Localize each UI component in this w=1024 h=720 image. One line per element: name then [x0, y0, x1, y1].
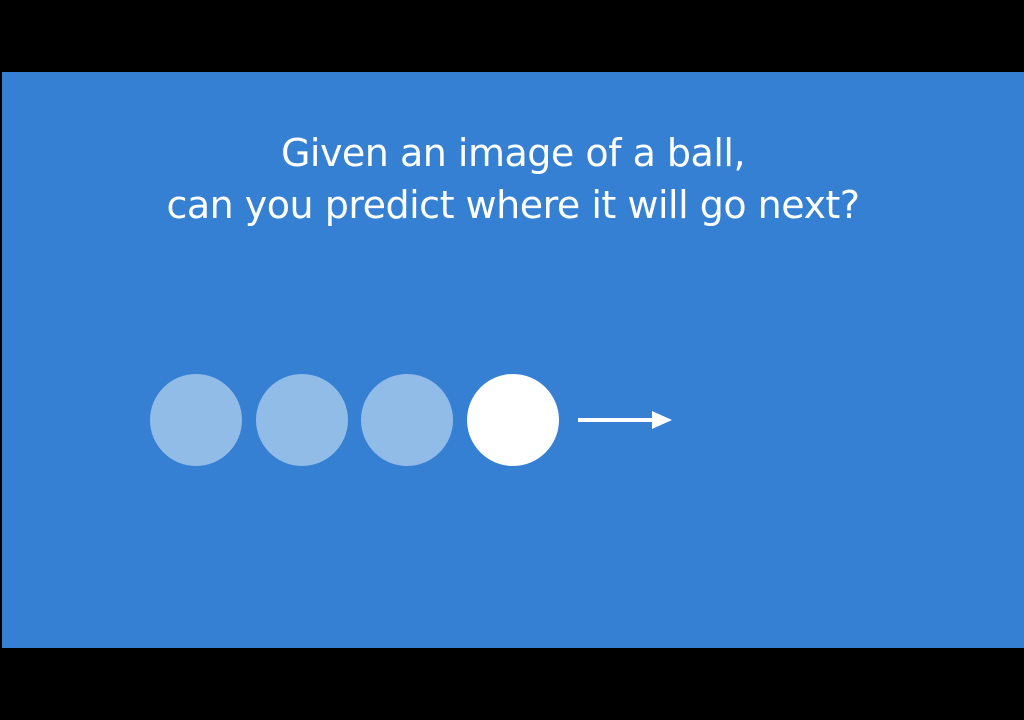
slide-title: Given an image of a ball, can you predic… — [2, 127, 1024, 231]
slide: Given an image of a ball, can you predic… — [2, 72, 1024, 648]
ball-previous-2 — [256, 374, 348, 466]
arrow-right-icon — [578, 411, 672, 429]
ball-previous-3 — [361, 374, 453, 466]
ball-current — [467, 374, 559, 466]
title-line-1: Given an image of a ball, — [280, 131, 746, 175]
title-line-2: can you predict where it will go next? — [166, 183, 860, 227]
ball-previous-1 — [150, 374, 242, 466]
